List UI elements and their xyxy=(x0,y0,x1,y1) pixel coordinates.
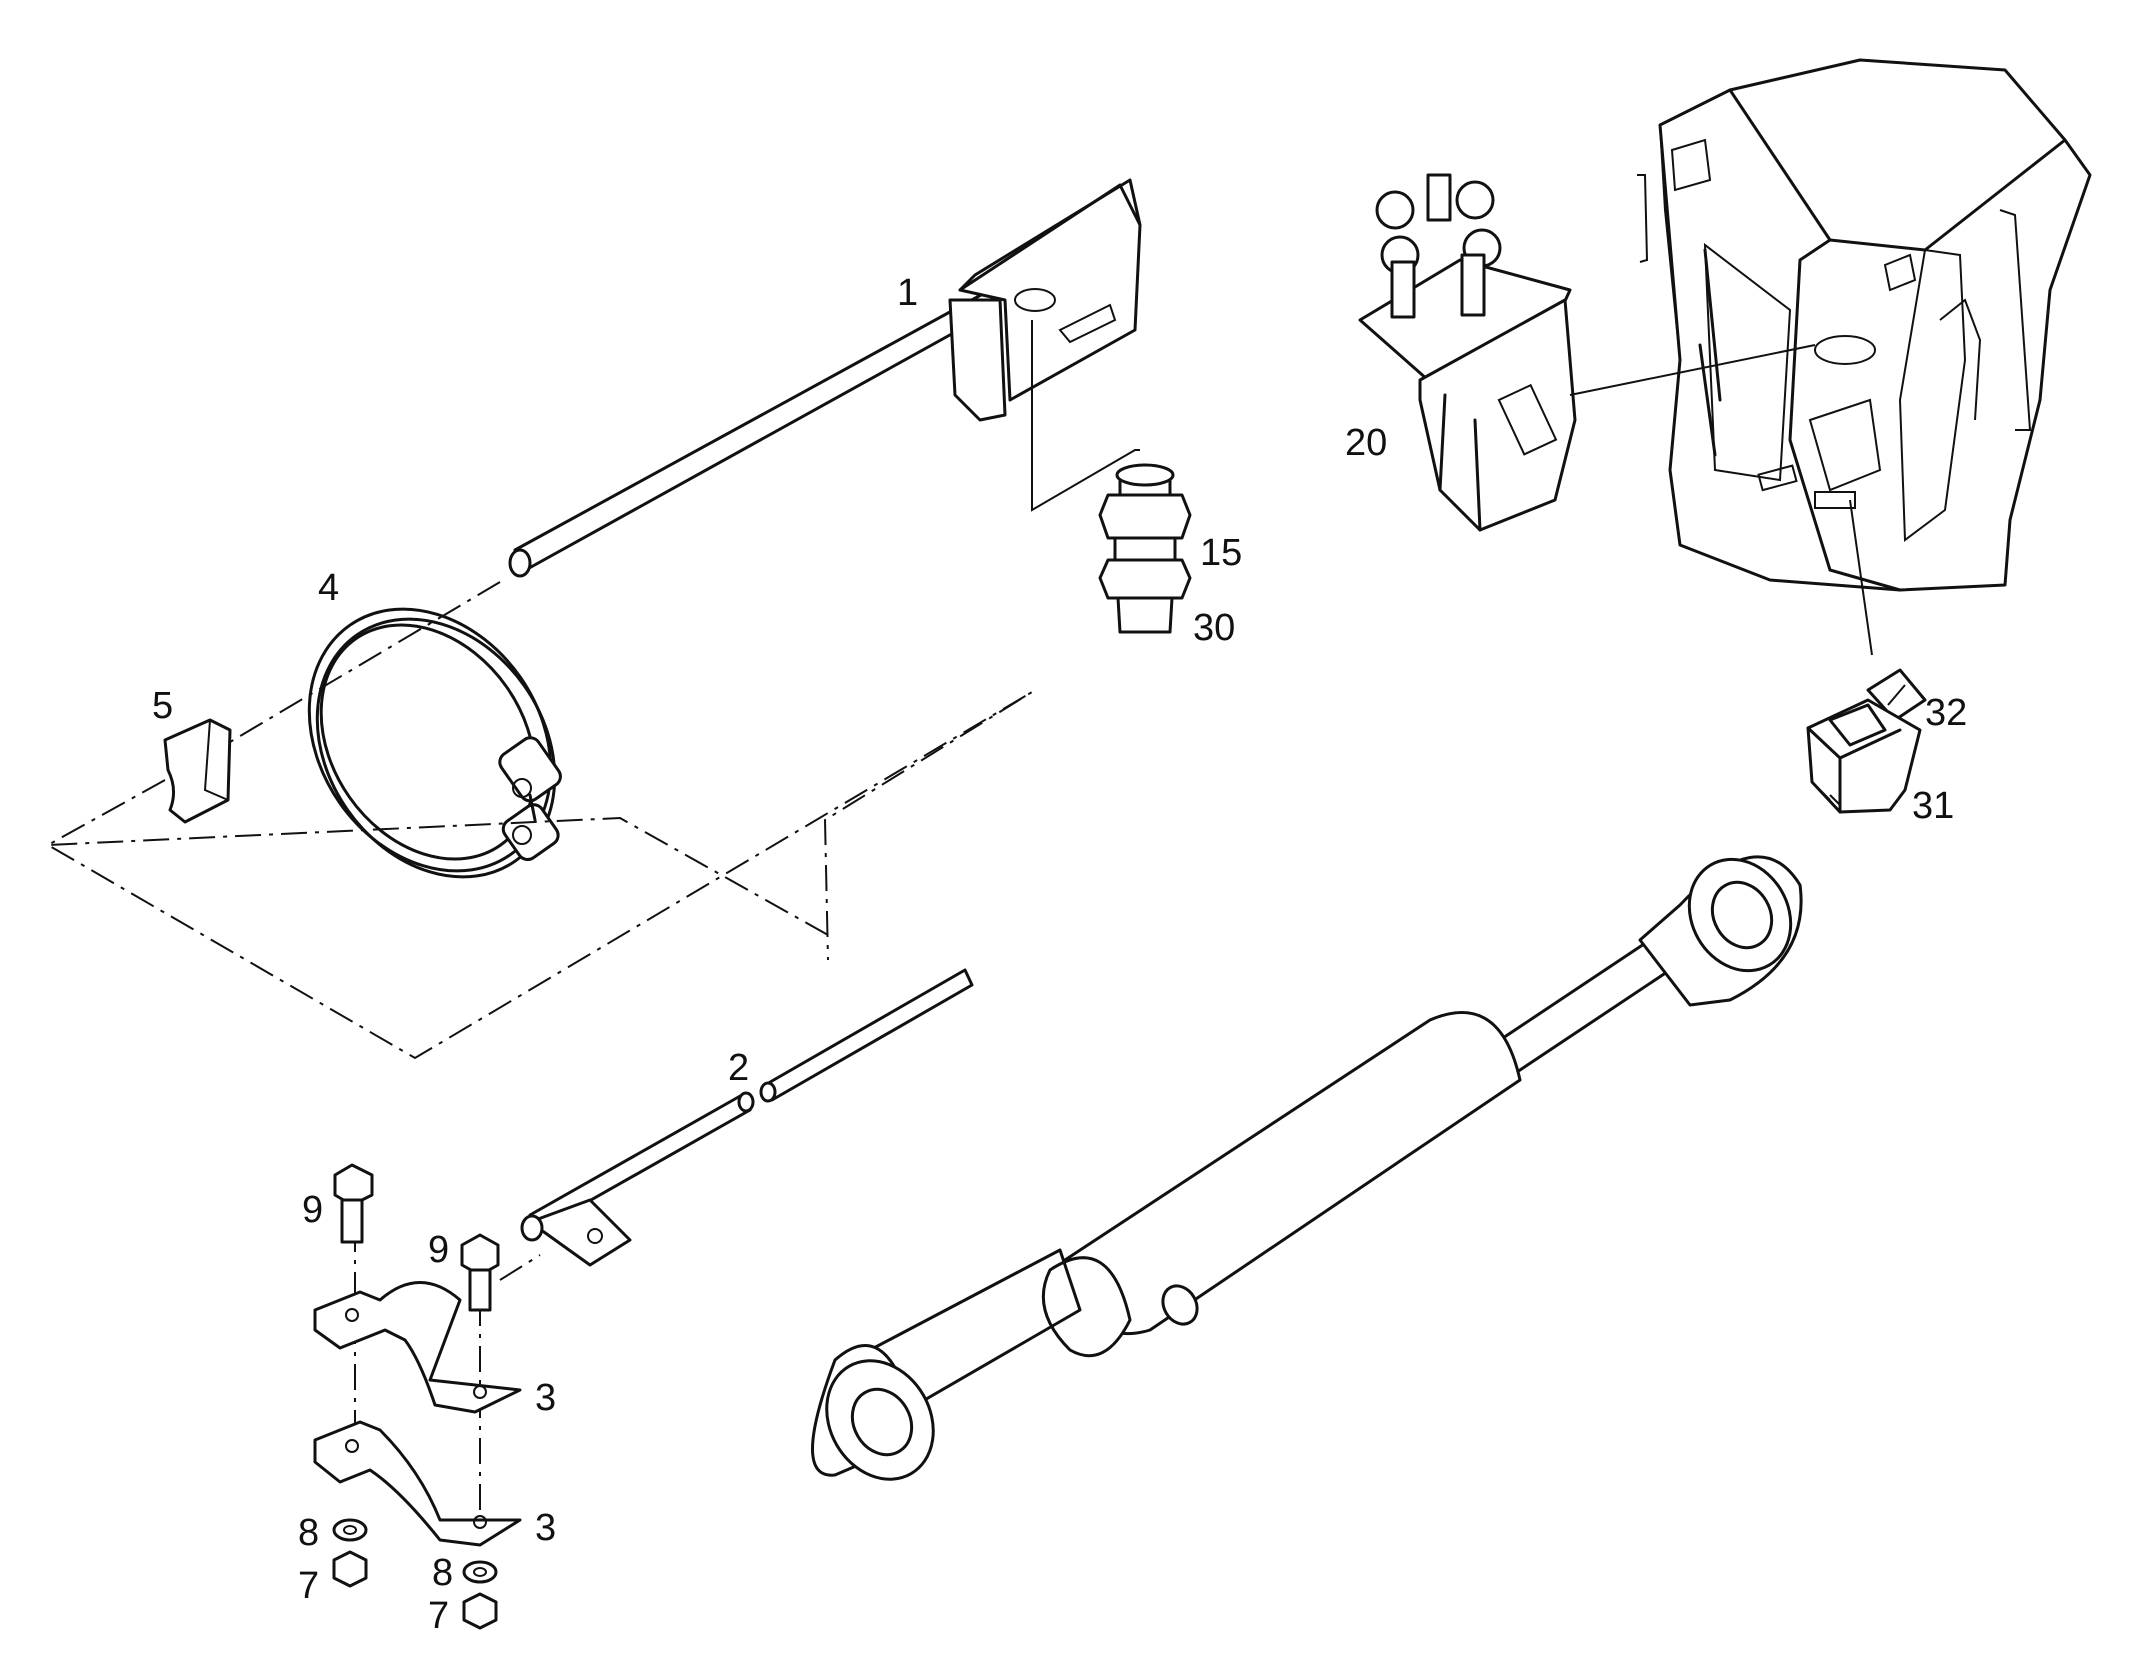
callout-label-8-left: 8 xyxy=(298,1512,319,1554)
callout-label-30: 30 xyxy=(1193,607,1235,649)
callout-label-3-upper: 3 xyxy=(535,1377,556,1419)
callout-label-7-right: 7 xyxy=(428,1595,449,1637)
callout-label-7-left: 7 xyxy=(298,1565,319,1607)
callout-label-9-left: 9 xyxy=(302,1189,323,1231)
callout-label-3-lower: 3 xyxy=(535,1507,556,1549)
callout-label-31: 31 xyxy=(1912,785,1954,827)
callout-label-9-right: 9 xyxy=(428,1229,449,1271)
callout-label-8-right: 8 xyxy=(432,1552,453,1594)
part-1-rod-bracket xyxy=(508,178,1142,578)
callout-label-15: 15 xyxy=(1200,532,1242,574)
callout-labels: 1 2 3 3 4 5 7 7 8 8 9 9 15 20 30 31 32 xyxy=(152,272,1967,1637)
callout-label-4: 4 xyxy=(318,567,339,609)
hydraulic-cylinder xyxy=(811,855,1803,1481)
cab xyxy=(1637,58,2092,656)
part-31-32-switch xyxy=(1806,668,1927,814)
callout-label-20: 20 xyxy=(1345,422,1387,464)
part-3-saddle-clamps xyxy=(313,1281,522,1547)
callout-label-2: 2 xyxy=(728,1047,749,1089)
callout-label-32: 32 xyxy=(1925,692,1967,734)
part-5-pad xyxy=(163,718,232,824)
part-20-control-valve xyxy=(1358,173,1816,532)
part-4-clamp-ring xyxy=(307,607,562,879)
part-8-7-washers-nuts xyxy=(332,1518,498,1630)
part-2-tubes xyxy=(520,968,974,1267)
part-9-bolts xyxy=(333,1163,500,1312)
callout-label-1: 1 xyxy=(897,272,918,314)
callout-label-5: 5 xyxy=(152,685,173,727)
part-15-30-fitting xyxy=(1031,320,1192,634)
